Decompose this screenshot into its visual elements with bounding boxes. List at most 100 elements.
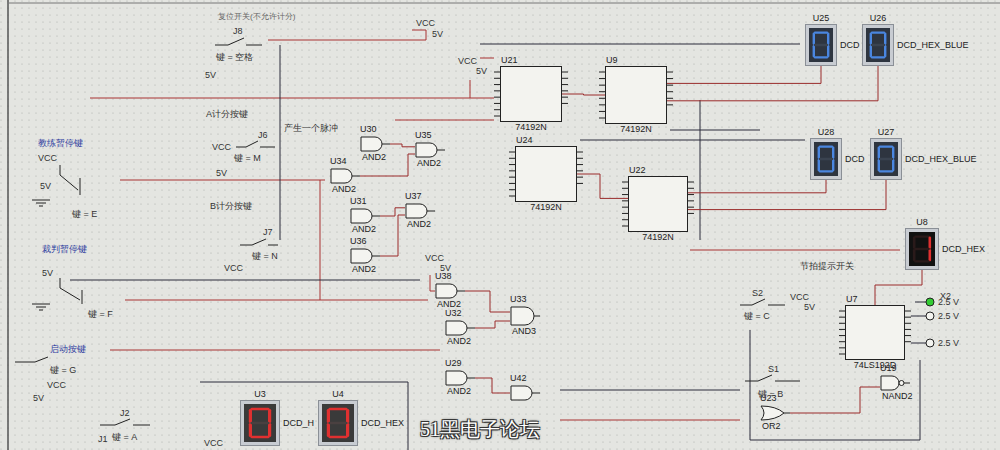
gate-symbol (760, 405, 790, 421)
gate-symbol (880, 375, 910, 391)
schematic-label: VCC (212, 142, 231, 153)
part-reference: U22 (629, 165, 646, 176)
segment (870, 46, 872, 56)
part-reference: U33 (510, 294, 527, 305)
part-reference: U7 (846, 294, 858, 305)
watermark: 51黑电子论坛 (420, 418, 540, 440)
window-frame (7, 0, 9, 450)
schematic-label: B计分按键 (210, 201, 252, 212)
display-face (244, 404, 276, 442)
schematic-label: 键 = C (744, 311, 770, 322)
segment (818, 160, 820, 170)
window-frame (8, 3, 1000, 4)
probe-symbol (926, 298, 934, 306)
part-reference: U28 (818, 127, 835, 138)
logic-gate: U33AND3 (510, 306, 540, 326)
gate-body (881, 376, 899, 390)
schematic-label: VCC (425, 253, 444, 264)
frame-line (200, 382, 408, 450)
logic-gate: U42 (510, 385, 540, 401)
part-reference: U8 (916, 217, 928, 228)
counter-chip: U774LS192D (845, 305, 905, 360)
gate-symbol (510, 385, 540, 401)
part-type: DCD_HEX (942, 244, 985, 255)
gate-symbol (360, 136, 390, 152)
wire-connector (667, 66, 821, 83)
gate-body (446, 371, 467, 385)
segment (820, 170, 832, 172)
part-reference: U32 (445, 308, 462, 319)
gate-body (416, 143, 437, 157)
segment (330, 422, 346, 425)
schematic-label: 2.5 V (938, 338, 959, 349)
counter-chip: U2274192N (628, 176, 688, 232)
gate-output-pin (352, 176, 360, 177)
segment (878, 148, 880, 158)
segment (884, 46, 886, 56)
part-type: DCD (845, 154, 865, 165)
segment (813, 34, 815, 44)
segment (827, 46, 829, 56)
logic-gate: U38AND2 (435, 283, 465, 299)
part-type: DCD_HEX_BLUE (905, 154, 977, 165)
part-reference: U21 (501, 55, 518, 66)
wire (90, 98, 494, 99)
wire-connector (790, 387, 880, 413)
gate-output-pin (784, 413, 790, 414)
switch-symbol (100, 419, 150, 425)
gate-symbol (330, 168, 360, 184)
ground-symbol (32, 200, 50, 206)
switch-symbol (240, 239, 278, 245)
part-type: AND2 (417, 158, 441, 169)
part-reference: U35 (415, 130, 432, 141)
wire (268, 30, 426, 40)
schematic-label: 产生一个脉冲 (284, 123, 338, 134)
part-reference: U30 (360, 124, 377, 135)
schematic-label: 5V (476, 66, 487, 77)
segment (327, 424, 330, 435)
seven-segment-display: U3DCD_H (240, 400, 280, 446)
logic-gate: U34AND2 (330, 168, 360, 184)
wire-connector (577, 174, 628, 198)
probe-symbol (926, 339, 934, 347)
segment (827, 34, 829, 44)
schematic-label: 键 = F (88, 309, 113, 320)
part-reference: U24 (516, 135, 533, 146)
logic-gate: U35AND2 (415, 142, 445, 158)
schematic-label: 5V (440, 263, 451, 274)
segment-face (809, 28, 833, 62)
wire (560, 390, 740, 391)
schematic-label: 键 = E (72, 209, 97, 220)
seven-segment-display: U25DCD (805, 24, 837, 66)
segment (815, 44, 827, 46)
part-reference: U9 (606, 55, 618, 66)
schematic-label: 裁判暂停键 (42, 244, 87, 255)
wire (125, 300, 428, 301)
part-type: 74192N (515, 122, 547, 133)
schematic-label: 2.5 V (938, 311, 959, 322)
wire (70, 280, 420, 281)
part-reference: U27 (878, 127, 895, 138)
logic-gate: U23OR2 (760, 405, 790, 421)
wire-connector (475, 378, 510, 393)
gate-body (446, 321, 467, 335)
switch-symbol (745, 375, 800, 381)
gate-symbol (350, 208, 380, 224)
schematic-label: VCC (790, 292, 809, 303)
gate-symbol (405, 203, 435, 219)
schematic-label: VCC (458, 56, 477, 67)
segment (892, 148, 894, 158)
switch-symbol (740, 299, 785, 305)
gate-output-pin (904, 383, 910, 384)
schematic-label: 启动按键 (50, 344, 86, 355)
gate-body (406, 204, 427, 218)
schematic-label: 键 = N (252, 251, 278, 262)
segment-face (909, 232, 935, 266)
segment (872, 44, 884, 46)
schematic-label: J7 (263, 227, 273, 238)
logic-gate: U30AND2 (360, 136, 390, 152)
segment (916, 260, 929, 262)
logic-gate: U36AND2 (350, 248, 380, 264)
